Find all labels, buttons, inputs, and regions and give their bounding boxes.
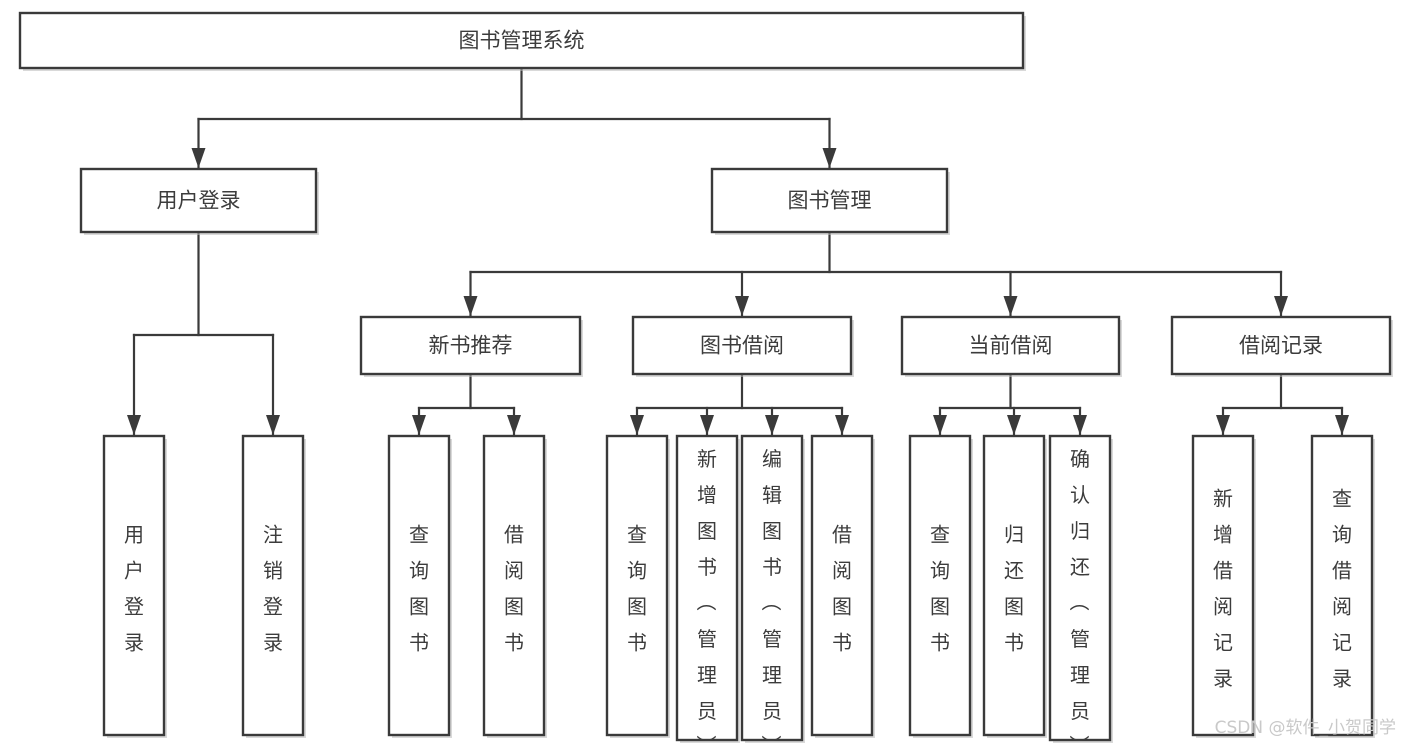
node-e794a8e688b7e799bbe5bd95[interactable]: 用户登录: [79, 167, 319, 235]
node-label: 借阅图书: [832, 523, 852, 655]
node-label: 查询借阅记录: [1332, 487, 1352, 691]
node-label: 查询图书: [627, 523, 647, 655]
node-e5809fe99885e8aeb0e5bd95[interactable]: 借阅记录: [1170, 315, 1393, 377]
arrow-head-icon: [266, 415, 280, 435]
node-label: 当前借阅: [969, 334, 1053, 358]
arrow-head-icon: [835, 415, 849, 435]
node-label: 新增借阅记录: [1213, 487, 1233, 691]
node-e69fa5e8afa2e5809fe99885[interactable]: 查询借阅记录: [1310, 434, 1375, 738]
node-rect[interactable]: [387, 434, 451, 737]
node-rect[interactable]: [740, 434, 804, 742]
node-e69fa5e8afa2e59bbee4b9a6[interactable]: 查询图书: [387, 434, 452, 738]
node-rect[interactable]: [359, 315, 582, 376]
arrow-head-icon: [1274, 296, 1288, 316]
arrow-head-icon: [1007, 415, 1021, 435]
arrow-head-icon: [822, 148, 837, 168]
node-e696b0e5a29ee5809fe99885[interactable]: 新增借阅记录: [1191, 434, 1256, 738]
node-label: 新增图书（管理员）: [696, 447, 717, 747]
node-rect[interactable]: [79, 167, 318, 234]
node-label: 注销登录: [263, 523, 283, 655]
node-label: 图书管理: [788, 189, 872, 213]
node-e69fa5e8afa2e59bbee4b9a6[interactable]: 查询图书: [605, 434, 670, 738]
arrow-head-icon: [127, 415, 141, 435]
node-rect[interactable]: [1310, 434, 1374, 737]
node-label: 查询图书: [409, 523, 429, 655]
node-rect[interactable]: [1191, 434, 1255, 737]
arrow-head-icon: [1073, 415, 1087, 435]
node-rect[interactable]: [482, 434, 546, 737]
arrow-head-icon: [765, 415, 779, 435]
csdn-watermark: CSDN @软件_小贺同学: [1215, 718, 1396, 738]
arrow-head-icon: [1335, 415, 1349, 435]
arrow-head-icon: [191, 148, 206, 168]
node-e5809fe99885e59bbee4b9a6[interactable]: 借阅图书: [482, 434, 547, 738]
node-label: 查询图书: [930, 523, 950, 655]
arrow-head-icon: [412, 415, 426, 435]
arrow-head-icon: [700, 415, 714, 435]
node-rect[interactable]: [1048, 434, 1112, 742]
arrow-head-icon: [507, 415, 521, 435]
arrow-head-icon: [463, 296, 478, 316]
arrow-head-icon: [630, 415, 644, 435]
node-label: 借阅记录: [1239, 334, 1323, 358]
node-rect[interactable]: [810, 434, 874, 737]
arrow-head-icon: [735, 296, 749, 316]
node-e7a1aee8aea4e5bd92e8bf98[interactable]: 确认归还（管理员）: [1048, 434, 1113, 747]
node-label: 确认归还（管理员）: [1069, 447, 1090, 747]
node-rect[interactable]: [675, 434, 739, 742]
node-e5809fe99885e59bbee4b9a6[interactable]: 借阅图书: [810, 434, 875, 738]
node-e6b3a8e99480e799bbe5bd95[interactable]: 注销登录: [241, 434, 306, 738]
node-rect[interactable]: [1170, 315, 1392, 376]
node-rect[interactable]: [18, 11, 1025, 70]
arrow-head-icon: [1216, 415, 1230, 435]
node-label: 图书管理系统: [459, 29, 585, 53]
node-rect[interactable]: [710, 167, 949, 234]
node-rect[interactable]: [631, 315, 853, 376]
node-e59bbee4b9a6e7aea1e79086[interactable]: 图书管理系统: [18, 11, 1026, 71]
node-e794a8e688b7e799bbe5bd95[interactable]: 用户登录: [102, 434, 167, 738]
node-rect[interactable]: [982, 434, 1046, 737]
node-e5bd93e5898de5809fe99885[interactable]: 当前借阅: [900, 315, 1122, 377]
node-e59bbee4b9a6e5809fe99885[interactable]: 图书借阅: [631, 315, 854, 377]
node-label: 新书推荐: [429, 334, 513, 358]
node-label: 用户登录: [124, 523, 144, 655]
node-e696b0e5a29ee59bbee4b9a6[interactable]: 新增图书（管理员）: [675, 434, 740, 747]
node-e59bbee4b9a6e7aea1e79086[interactable]: 图书管理: [710, 167, 950, 235]
node-layer: 图书管理系统用户登录图书管理用户登录注销登录新书推荐图书借阅当前借阅借阅记录查询…: [18, 11, 1393, 747]
arrow-head-icon: [1003, 296, 1018, 316]
node-rect[interactable]: [102, 434, 166, 737]
node-label: 归还图书: [1004, 523, 1024, 655]
node-rect[interactable]: [900, 315, 1121, 376]
node-label: 借阅图书: [504, 523, 524, 655]
connector-layer: [127, 66, 1349, 437]
node-label: 图书借阅: [700, 334, 784, 358]
node-rect[interactable]: [908, 434, 972, 737]
node-e696b0e4b9a6e68ea8e88d90[interactable]: 新书推荐: [359, 315, 583, 377]
arrow-head-icon: [933, 415, 947, 435]
node-label: 用户登录: [157, 189, 241, 213]
node-e5bd92e8bf98e59bbee4b9a6[interactable]: 归还图书: [982, 434, 1047, 738]
node-rect[interactable]: [241, 434, 305, 737]
node-e7bc96e8be91e59bbee4b9a6[interactable]: 编辑图书（管理员）: [740, 434, 805, 747]
node-rect[interactable]: [605, 434, 669, 737]
node-e69fa5e8afa2e59bbee4b9a6[interactable]: 查询图书: [908, 434, 973, 738]
node-label: 编辑图书（管理员）: [761, 447, 782, 747]
